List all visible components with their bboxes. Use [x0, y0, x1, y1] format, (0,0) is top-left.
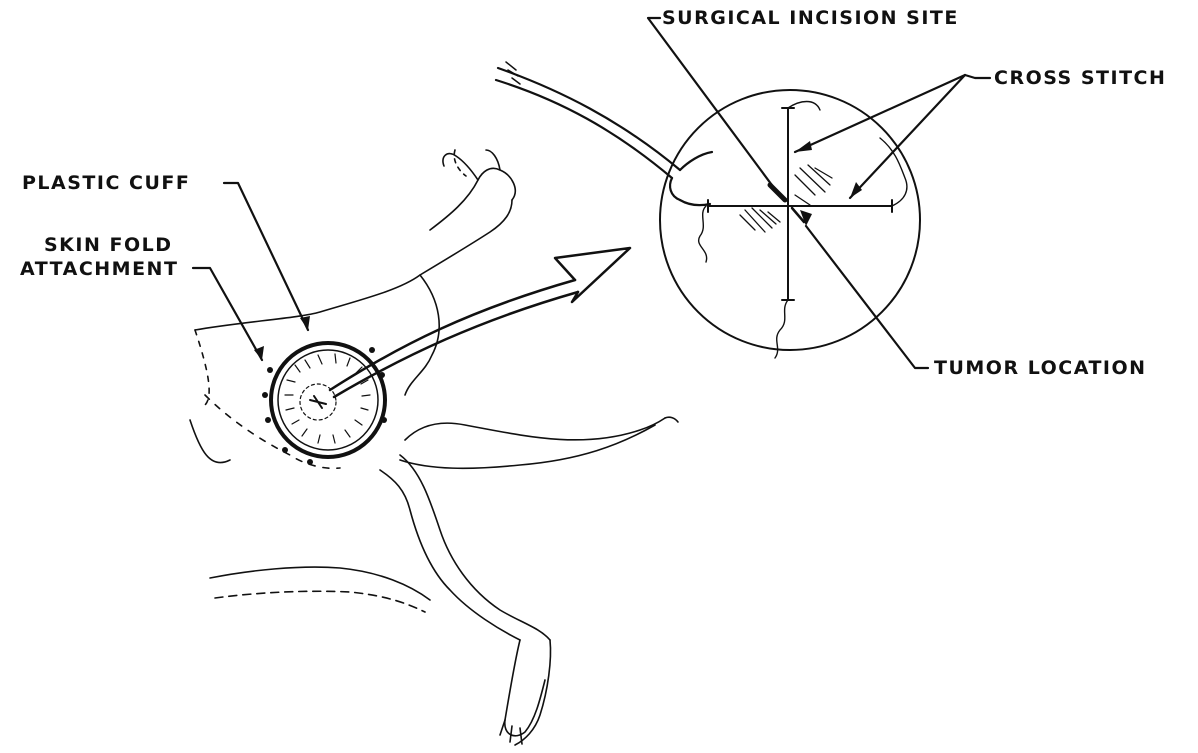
- leader-lines: [193, 18, 990, 368]
- magnified-view: [496, 62, 920, 358]
- leader-tumor: [806, 226, 928, 368]
- label-skin-fold-line2: ATTACHMENT: [20, 260, 178, 279]
- rat-illustration: [190, 150, 678, 745]
- label-cross-stitch: CROSS STITCH: [994, 69, 1166, 88]
- forceps: [496, 62, 712, 205]
- leader-plastic-cuff: [224, 183, 308, 330]
- plastic-cuff-ring: [271, 343, 385, 457]
- leader-skin-fold: [193, 268, 262, 360]
- cross-stitch-lines: [699, 102, 907, 359]
- leader-cross-stitch-1: [795, 75, 965, 152]
- label-surgical-incision-site: SURGICAL INCISION SITE: [662, 9, 959, 28]
- label-plastic-cuff: PLASTIC CUFF: [22, 174, 190, 193]
- arrowheads: [254, 141, 862, 360]
- leader-cross-stitch-stem: [965, 75, 990, 78]
- label-skin-fold-line1: SKIN FOLD: [44, 236, 173, 255]
- leader-incision: [648, 18, 780, 196]
- magnify-arrow: [330, 248, 630, 397]
- leader-cross-stitch-2: [850, 75, 965, 198]
- label-tumor-location: TUMOR LOCATION: [934, 359, 1147, 378]
